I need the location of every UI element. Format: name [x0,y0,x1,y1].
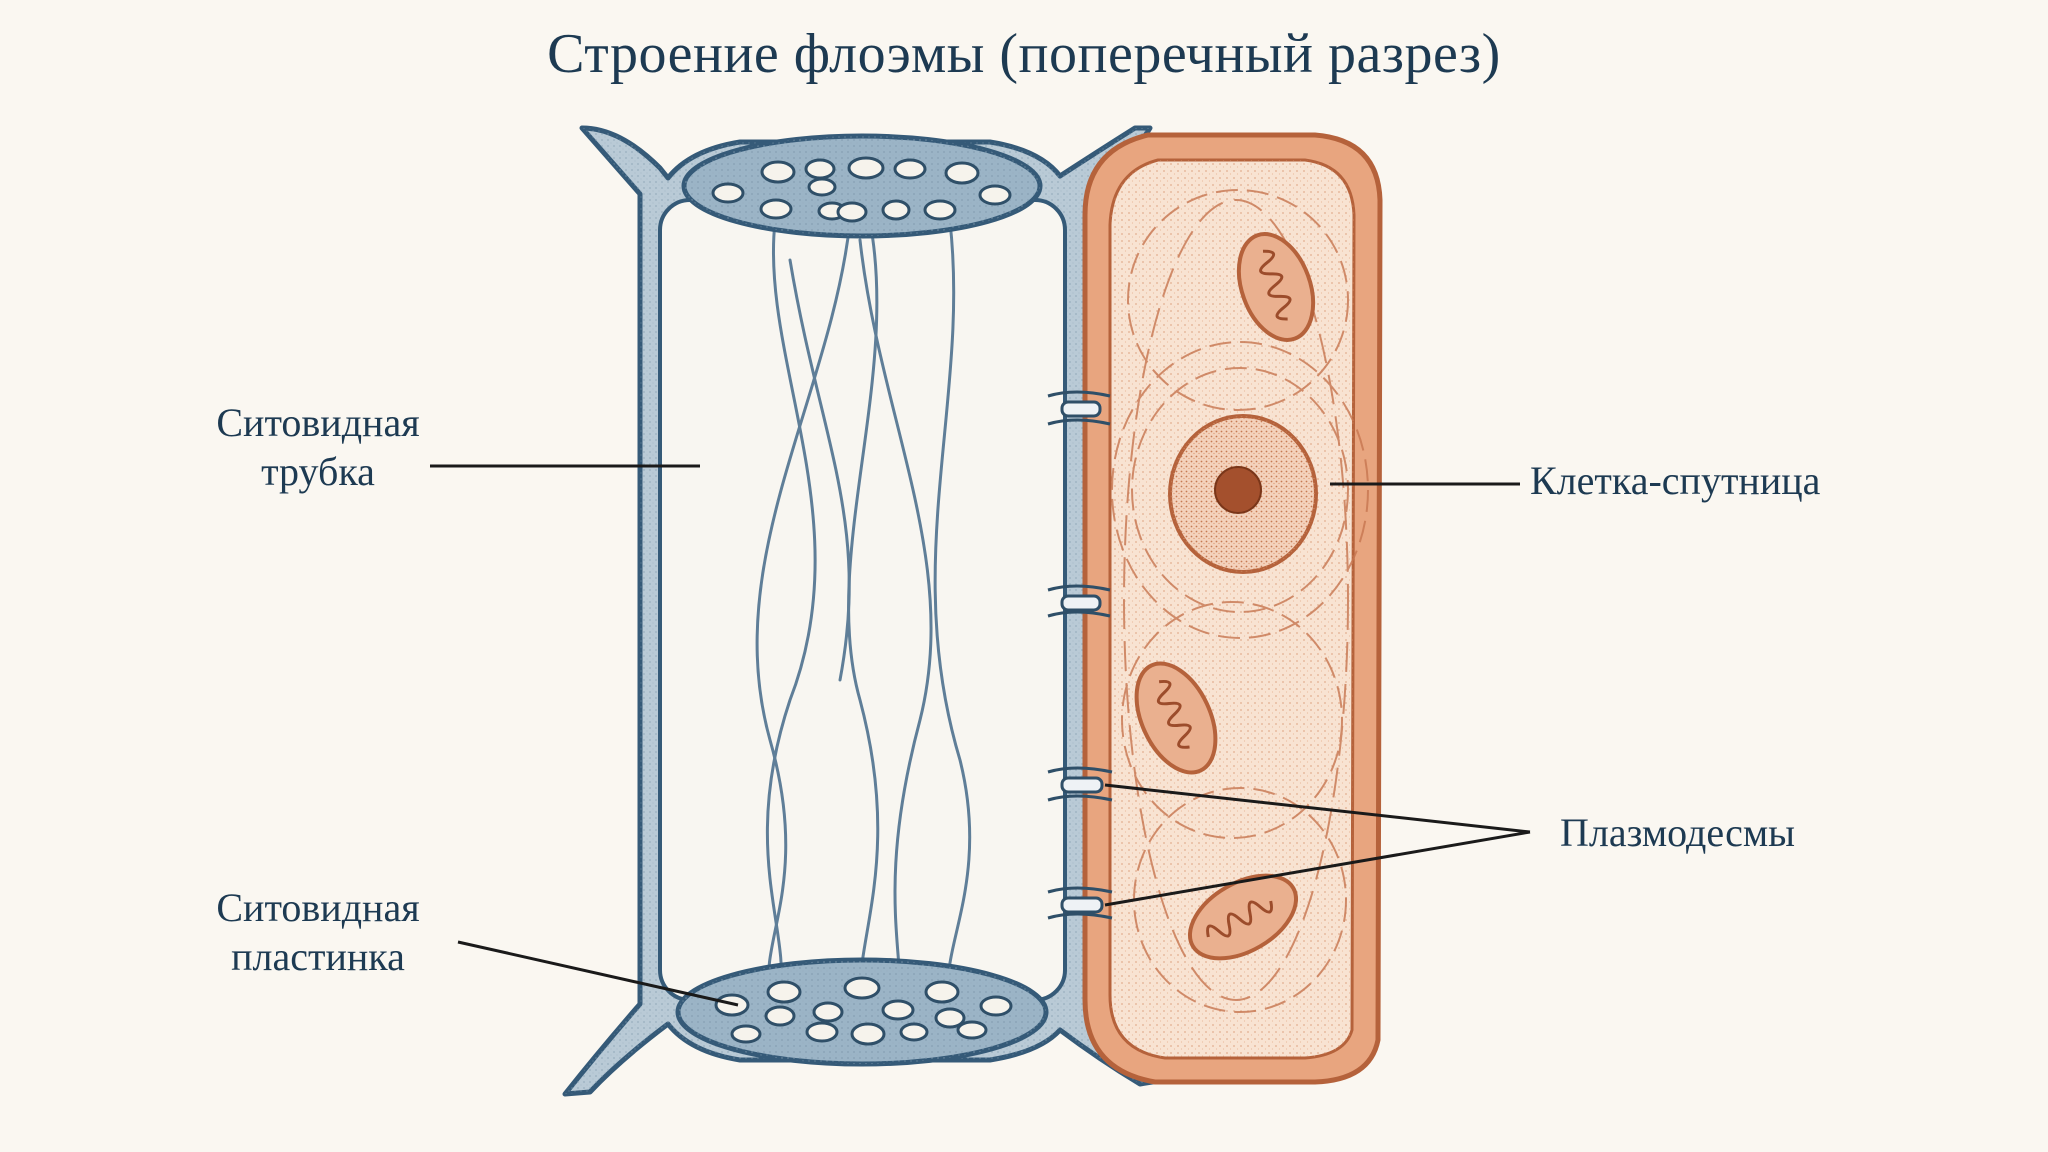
page-title: Строение флоэмы (поперечный разрез) [547,23,1501,85]
sieve-tube-lumen [658,198,1067,1002]
label-sieve-plate: Ситовидная пластинка [216,885,420,979]
leader-sieve-plate [457,940,739,1007]
mitochondrion [1187,873,1299,961]
label-sieve-tube: Ситовидная трубка [216,400,420,494]
sieve-plate-bottom [675,957,1049,1067]
sieve-tube [562,125,1168,1097]
plasmodesma [1047,390,1111,426]
p-protein-strands [755,220,972,992]
nucleolus [1214,466,1262,514]
nucleus [1168,414,1318,574]
mitochondrion [1134,661,1218,775]
mitochondrion [1236,232,1316,342]
label-companion-cell: Клетка-спутница [1530,458,1821,503]
plasmodesma [1047,766,1113,802]
plasmodesma [1047,584,1111,618]
endoplasmic-reticulum [1111,189,1369,1013]
leader-plasmodesma-1 [1104,783,1531,834]
companion-cell [1082,132,1383,1085]
plasmodesmata [1047,390,1113,920]
leader-lines [430,464,1531,1007]
sieve-plate-top [681,133,1043,239]
plasmodesma [1047,886,1113,920]
leader-plasmodesma-2 [1104,830,1531,907]
label-plasmodesmata: Плазмодесмы [1560,810,1796,855]
